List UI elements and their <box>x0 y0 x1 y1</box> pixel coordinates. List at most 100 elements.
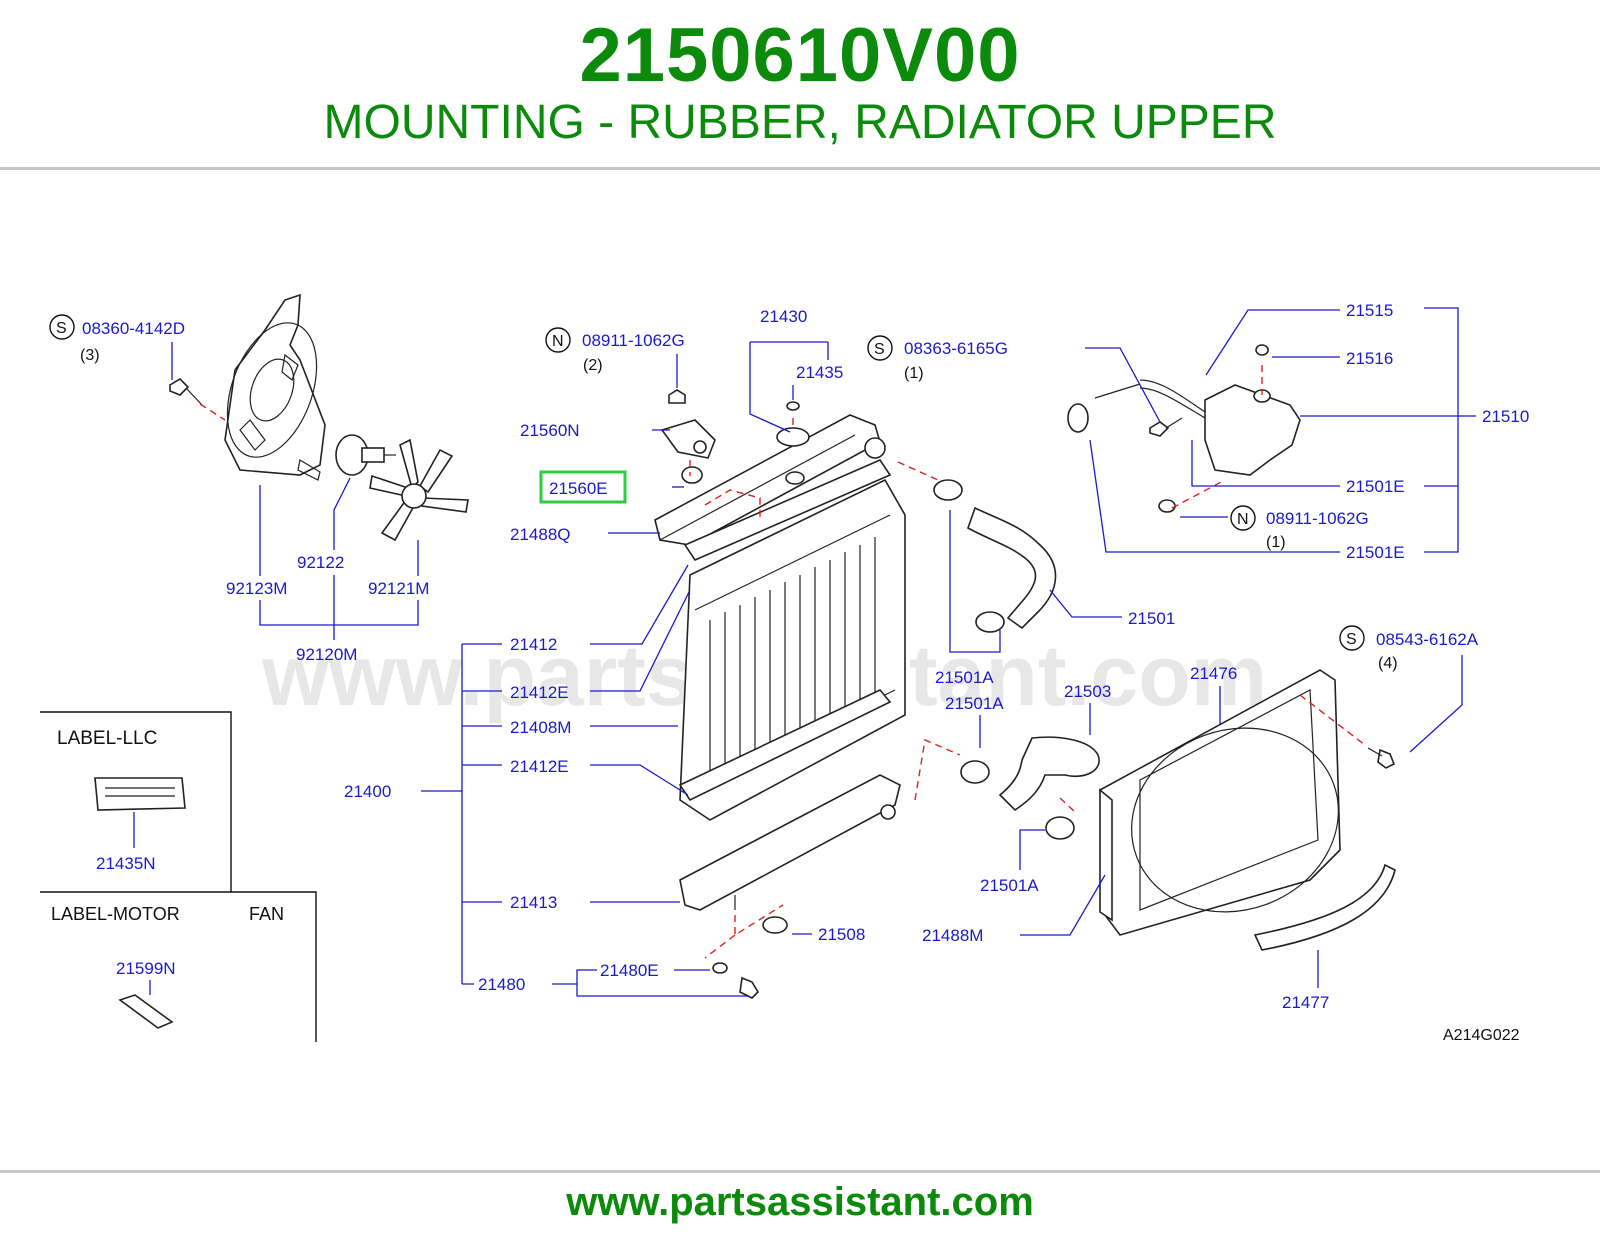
label-llc-title: LABEL-LLC <box>57 728 157 749</box>
diagram-code: A214G022 <box>1443 1027 1520 1044</box>
bolt-08360-drawing <box>169 377 203 406</box>
label-92120M[interactable]: 92120M <box>296 645 357 664</box>
label-21408M[interactable]: 21408M <box>510 718 571 737</box>
n-marker-icon <box>545 327 571 353</box>
label-21412E-2[interactable]: 21412E <box>510 757 569 776</box>
n-marker-text: N <box>552 333 564 350</box>
seal-lower-drawing <box>678 689 892 802</box>
leader-21501A-1 <box>949 510 1001 653</box>
label-llc-drawing <box>94 777 186 811</box>
label-box-frame <box>40 711 317 1042</box>
leader-21510-bracket <box>1300 307 1476 553</box>
radiator-core-drawing <box>679 478 906 821</box>
label-21435N[interactable]: 21435N <box>96 854 156 873</box>
label-21510[interactable]: 21510 <box>1482 407 1529 426</box>
qty-3: (3) <box>80 347 100 364</box>
mounting-rubber-21560E-drawing <box>681 466 703 484</box>
seal-upper-drawing <box>683 458 892 562</box>
label-92121M[interactable]: 92121M <box>368 579 429 598</box>
leader-92122 <box>333 477 351 550</box>
upper-hose-drawing <box>933 479 1057 633</box>
footer-url[interactable]: www.partsassistant.com <box>566 1180 1034 1224</box>
label-08360-4142D[interactable]: 08360-4142D <box>82 319 185 338</box>
n-marker-icon-2 <box>1230 505 1256 531</box>
s-marker-text-3: S <box>1346 631 1357 648</box>
reservoir-dash <box>1171 365 1263 509</box>
label-21412[interactable]: 21412 <box>510 635 557 654</box>
leader-08543 <box>1409 655 1463 753</box>
s-marker-icon-2 <box>867 335 893 361</box>
label-08363-6165G[interactable]: 08363-6165G <box>904 339 1008 358</box>
label-21503[interactable]: 21503 <box>1064 682 1111 701</box>
reservoir-tank-drawing <box>1067 344 1301 476</box>
nut-08911-drawing <box>1158 499 1176 513</box>
label-21435[interactable]: 21435 <box>796 363 843 382</box>
label-21515[interactable]: 21515 <box>1346 301 1393 320</box>
leader-21488M <box>1020 874 1106 936</box>
radiator-shroud-drawing <box>1099 669 1341 936</box>
radiator-upper-tank-drawing <box>654 414 886 546</box>
label-21480E[interactable]: 21480E <box>600 961 659 980</box>
lower-hose-dash <box>914 739 1076 813</box>
leader-21501E-2 <box>1089 439 1340 553</box>
s-marker-text: S <box>56 320 67 337</box>
label-motor-title: LABEL-MOTOR <box>51 904 180 924</box>
label-21476[interactable]: 21476 <box>1190 664 1237 683</box>
fan-motor-drawing <box>335 434 396 476</box>
leader-21515 <box>1205 309 1340 376</box>
label-21413[interactable]: 21413 <box>510 893 557 912</box>
label-21412E-1[interactable]: 21412E <box>510 683 569 702</box>
label-21508[interactable]: 21508 <box>818 925 865 944</box>
s-marker-icon-3 <box>1339 625 1365 651</box>
reservoir-bolt-drawing <box>1149 417 1183 437</box>
s-marker-text-2: S <box>874 341 885 358</box>
drain-dash <box>704 904 784 959</box>
label-21488M[interactable]: 21488M <box>922 926 983 945</box>
footer-divider <box>0 1170 1600 1173</box>
leader-21501 <box>1049 589 1122 618</box>
label-21501E-1[interactable]: 21501E <box>1346 477 1405 496</box>
qty-1b: (1) <box>1266 534 1286 551</box>
shroud-bolt-dash <box>1299 694 1366 746</box>
lower-hose-drawing <box>960 736 1100 840</box>
fan-bolt-dash <box>199 403 226 421</box>
label-21480[interactable]: 21480 <box>478 975 525 994</box>
label-21430[interactable]: 21430 <box>760 307 807 326</box>
label-motor-drawing <box>118 994 174 1029</box>
label-08543-6162A[interactable]: 08543-6162A <box>1376 630 1479 649</box>
label-21477[interactable]: 21477 <box>1282 993 1329 1012</box>
bolt-08543-drawing <box>1367 747 1396 769</box>
label-08911-1062G-a[interactable]: 08911-1062G <box>582 331 685 350</box>
label-92122[interactable]: 92122 <box>297 553 344 572</box>
label-21599N[interactable]: 21599N <box>116 959 176 978</box>
label-21400[interactable]: 21400 <box>344 782 391 801</box>
leader-21412 <box>590 564 689 645</box>
radiator-lower-tank-drawing <box>679 774 901 911</box>
label-21501[interactable]: 21501 <box>1128 609 1175 628</box>
label-21501A-1[interactable]: 21501A <box>935 668 994 687</box>
label-21488Q[interactable]: 21488Q <box>510 525 571 544</box>
leader-08363 <box>1085 347 1161 423</box>
n-marker-text-2: N <box>1237 511 1249 528</box>
radiator-cap-drawing <box>776 401 810 485</box>
leader-21430-21435 <box>749 341 829 433</box>
label-21501A-3[interactable]: 21501A <box>980 876 1039 895</box>
qty-4: (4) <box>1378 655 1398 672</box>
label-21501E-2[interactable]: 21501E <box>1346 543 1405 562</box>
label-21516[interactable]: 21516 <box>1346 349 1393 368</box>
shroud-lower-21477-drawing <box>1253 863 1396 951</box>
leader-21501E-1 <box>1191 440 1340 487</box>
leader-21501A-3 <box>1019 829 1045 870</box>
part-description: MOUNTING - RUBBER, RADIATOR UPPER <box>323 96 1277 149</box>
bracket-21560N-drawing <box>660 389 716 459</box>
fan-blade-drawing <box>369 438 469 542</box>
leader-92120M <box>259 575 419 640</box>
label-21560E-highlighted[interactable]: 21560E <box>549 479 608 498</box>
mount-21508-drawing <box>762 916 788 934</box>
header-divider <box>0 167 1600 170</box>
label-21501A-2[interactable]: 21501A <box>945 694 1004 713</box>
label-08911-1062G-b[interactable]: 08911-1062G <box>1266 509 1369 528</box>
label-92123M[interactable]: 92123M <box>226 579 287 598</box>
label-21560N[interactable]: 21560N <box>520 421 580 440</box>
